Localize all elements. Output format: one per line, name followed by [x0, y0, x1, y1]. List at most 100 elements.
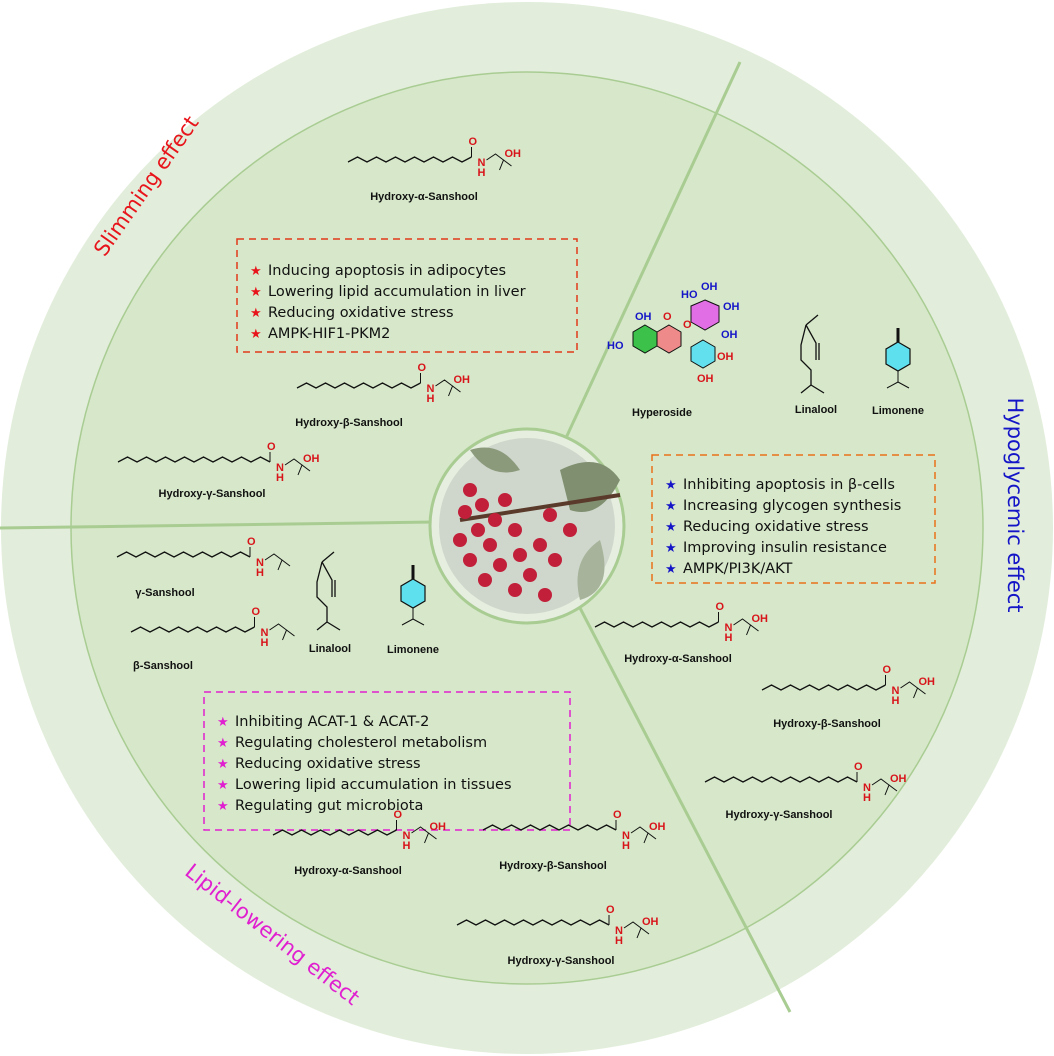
- svg-text:OH: OH: [642, 916, 659, 928]
- svg-text:OH: OH: [649, 821, 666, 833]
- svg-text:OH: OH: [717, 351, 734, 363]
- svg-text:H: H: [427, 393, 435, 405]
- compound-label: Hydroxy-γ-Sanshool: [726, 809, 833, 821]
- effect-item: Increasing glycogen synthesis: [683, 498, 901, 514]
- svg-text:OH: OH: [919, 676, 936, 688]
- star-icon: ★: [665, 519, 677, 534]
- effect-item: Reducing oxidative stress: [235, 756, 421, 772]
- svg-text:OH: OH: [430, 821, 447, 833]
- svg-text:H: H: [892, 695, 900, 707]
- compound-label: Hydroxy-β-Sanshool: [773, 718, 881, 730]
- svg-text:O: O: [469, 136, 478, 148]
- svg-text:N: N: [478, 157, 486, 169]
- linalool-structure: [800, 314, 825, 394]
- svg-text:N: N: [261, 627, 269, 639]
- berry: [538, 588, 552, 602]
- divider-lower-right: [578, 607, 792, 1013]
- compound-label: Hydroxy-γ-Sanshool: [508, 955, 615, 967]
- berry: [478, 573, 492, 587]
- effect-item: Lowering lipid accumulation in tissues: [235, 777, 512, 793]
- compound-label: Hydroxy-β-Sanshool: [295, 417, 403, 429]
- svg-text:OH: OH: [697, 373, 714, 385]
- star-icon: ★: [665, 477, 677, 492]
- sanshool-structure: ONH: [130, 606, 295, 649]
- lipid-effects-box: [203, 691, 571, 831]
- star-icon: ★: [250, 284, 262, 299]
- divider-left: [0, 520, 435, 530]
- svg-text:HO: HO: [607, 340, 624, 352]
- berry: [463, 553, 477, 567]
- svg-text:O: O: [883, 664, 892, 676]
- star-icon: ★: [250, 263, 262, 278]
- svg-text:O: O: [394, 809, 403, 821]
- svg-text:N: N: [615, 925, 623, 937]
- compound-label: Limonene: [387, 644, 439, 656]
- star-icon: ★: [665, 540, 677, 555]
- effect-item: Regulating gut microbiota: [235, 798, 423, 814]
- compound-label: Hydroxy-γ-Sanshool: [159, 488, 266, 500]
- berry: [463, 483, 477, 497]
- svg-text:O: O: [606, 904, 615, 916]
- svg-text:OH: OH: [890, 773, 907, 785]
- linalool-structure: [316, 551, 341, 631]
- svg-text:OH: OH: [303, 453, 320, 465]
- compound-label: β-Sanshool: [133, 660, 193, 672]
- limonene-structure: [400, 565, 426, 626]
- star-icon: ★: [217, 714, 229, 729]
- slimming-effects-list: ★Inducing apoptosis in adipocytes★Loweri…: [250, 263, 526, 342]
- berry: [453, 533, 467, 547]
- sanshool-structure: ONH: [116, 536, 291, 579]
- section-title-hypoglycemic: Hypoglycemic effect: [1003, 397, 1027, 612]
- sanshool-structure: ONH OH: [761, 664, 936, 707]
- berry: [471, 523, 485, 537]
- star-icon: ★: [217, 756, 229, 771]
- svg-text:O: O: [663, 311, 672, 323]
- effect-item: Reducing oxidative stress: [268, 305, 454, 321]
- star-icon: ★: [217, 798, 229, 813]
- svg-text:OH: OH: [723, 301, 740, 313]
- compound-label: Hydroxy-α-Sanshool: [294, 865, 402, 877]
- star-icon: ★: [250, 305, 262, 320]
- berry: [533, 538, 547, 552]
- svg-text:H: H: [478, 167, 486, 179]
- svg-text:O: O: [613, 809, 622, 821]
- lipid-effects-list: ★Inhibiting ACAT-1 & ACAT-2★Regulating c…: [217, 714, 512, 814]
- compound-label: Limonene: [872, 405, 924, 417]
- svg-text:OH: OH: [752, 613, 769, 625]
- divider-upper-right: [563, 61, 742, 441]
- hypoglycemic-effects-list: ★ Inhibiting apoptosis in β-cells ★ Increas…: [665, 477, 901, 577]
- svg-text:O: O: [683, 319, 692, 331]
- svg-text:H: H: [276, 472, 284, 484]
- svg-text:OH: OH: [454, 374, 471, 386]
- svg-text:N: N: [892, 685, 900, 697]
- svg-text:N: N: [427, 383, 435, 395]
- svg-text:N: N: [256, 557, 264, 569]
- svg-text:OH: OH: [701, 281, 718, 293]
- svg-text:H: H: [863, 792, 871, 804]
- berry: [523, 568, 537, 582]
- svg-text:OH: OH: [721, 329, 738, 341]
- svg-text:N: N: [863, 782, 871, 794]
- effect-item: Reducing oxidative stress: [683, 519, 869, 535]
- svg-text:N: N: [622, 830, 630, 842]
- effect-item: Inhibiting apoptosis in β-cells: [683, 477, 895, 493]
- berry: [508, 523, 522, 537]
- compound-label: Linalool: [795, 404, 837, 416]
- berry: [488, 513, 502, 527]
- compound-label: Linalool: [309, 643, 351, 655]
- svg-text:N: N: [725, 622, 733, 634]
- berry: [458, 505, 472, 519]
- hyperoside-structure: OH O HO O HO OH OH OH OH OH: [607, 281, 740, 385]
- star-icon: ★: [665, 561, 677, 576]
- effect-item: Inhibiting ACAT-1 & ACAT-2: [235, 714, 429, 730]
- star-icon: ★: [250, 326, 262, 341]
- svg-text:H: H: [725, 632, 733, 644]
- compound-label: Hydroxy-α-Sanshool: [624, 653, 732, 665]
- svg-text:O: O: [716, 601, 725, 613]
- svg-text:N: N: [403, 830, 411, 842]
